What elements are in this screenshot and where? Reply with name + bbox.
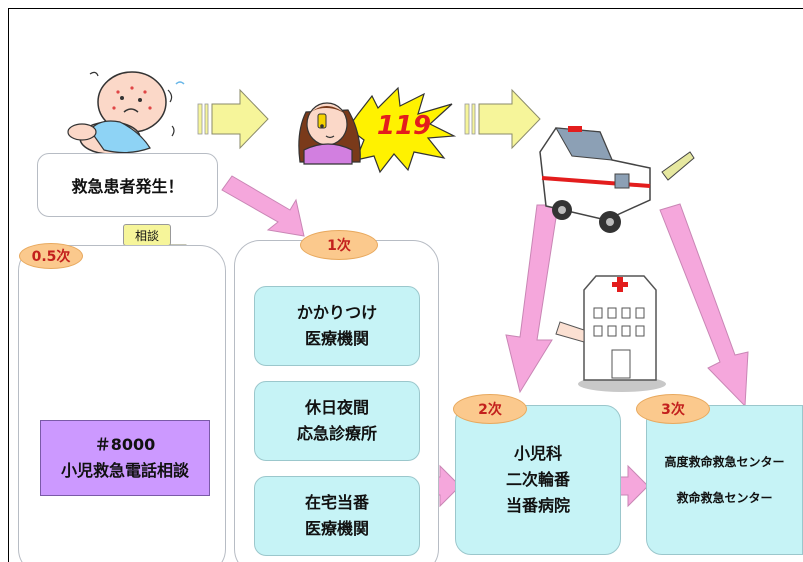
yellow-arrow-to-ambulance — [464, 88, 541, 150]
secondary-line-1: 小児科 — [513, 444, 562, 463]
level-secondary-label: 2次 — [478, 402, 502, 418]
pink-arrow-to-secondary — [505, 204, 559, 394]
facility-3-line-1: 在宅当番 — [304, 493, 369, 512]
facility-1-line-2: 医療機関 — [304, 329, 369, 348]
level-tertiary-badge: 3次 — [636, 394, 710, 424]
burst-shape — [347, 86, 457, 174]
emergency-label: 救急患者発生！ — [71, 177, 184, 196]
level-tertiary-label: 3次 — [661, 402, 685, 418]
secondary-line-3: 当番病院 — [505, 496, 570, 515]
facility-2-line-1: 休日夜間 — [304, 398, 369, 417]
level-primary-badge: 1次 — [300, 230, 378, 260]
facility-1-line-1: かかりつけ — [296, 303, 378, 322]
diagram-frame — [8, 8, 803, 562]
level-half-panel — [18, 245, 226, 562]
hospital-icon — [555, 275, 666, 392]
child-emergency-phone-service: ＃8000 小児救急電話相談 — [40, 420, 210, 496]
secondary-line-2: 二次輪番 — [505, 470, 570, 489]
facility-3-line-2: 医療機関 — [304, 519, 369, 538]
service-number: ＃8000 — [94, 435, 156, 454]
ambulance-icon — [539, 126, 695, 233]
emergency-occurrence-box: 救急患者発生！ — [37, 153, 218, 217]
facility-card-family-clinic: かかりつけ 医療機関 — [254, 286, 420, 366]
level-secondary-badge: 2次 — [453, 394, 527, 424]
facility-card-on-duty-clinic: 在宅当番 医療機関 — [254, 476, 420, 556]
phone-number-119: 119 — [376, 111, 432, 141]
level-tertiary-card: 高度救命救急センター 救命救急センター — [646, 405, 803, 555]
consult-label: 相談 — [134, 228, 159, 243]
level-secondary-card: 小児科 二次輪番 当番病院 — [455, 405, 621, 555]
pink-arrow-to-tertiary — [659, 203, 749, 408]
yellow-arrow-to-caller — [197, 88, 269, 150]
caller-icon — [298, 102, 361, 165]
level-half-label: 0.5次 — [31, 249, 71, 265]
baby-icon — [67, 71, 185, 155]
facility-card-holiday-night-clinic: 休日夜間 応急診療所 — [254, 381, 420, 461]
level-half-badge: 0.5次 — [19, 243, 83, 269]
level-primary-label: 1次 — [327, 238, 351, 254]
pink-arrow-to-primary — [221, 175, 305, 237]
service-name: 小児救急電話相談 — [60, 461, 189, 480]
facility-2-line-2: 応急診療所 — [296, 424, 377, 443]
tertiary-line-1: 高度救命救急センター — [664, 455, 785, 469]
tertiary-line-2: 救命救急センター — [676, 491, 773, 505]
consult-tag: 相談 — [123, 224, 171, 246]
